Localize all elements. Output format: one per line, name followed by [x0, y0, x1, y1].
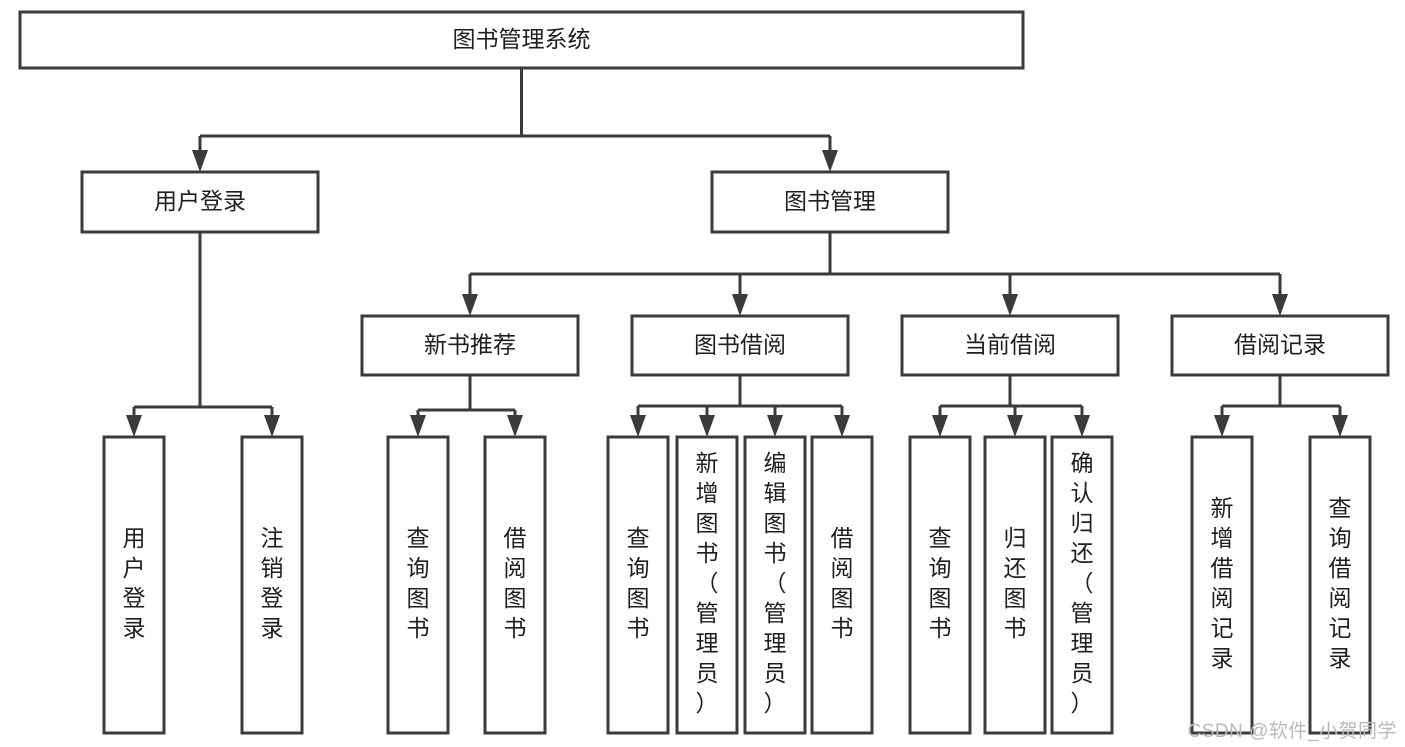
node-borrow-record[interactable]: 借阅记录: [1170, 314, 1390, 377]
node-leaf-add-record[interactable]: 新增借阅记录: [1190, 435, 1254, 735]
node-box-leaf-query-book-borrow[interactable]: [606, 435, 670, 735]
edge-group-user-login: [126, 232, 280, 437]
node-label-borrow-record: 借阅记录: [1234, 332, 1326, 358]
node-box-leaf-user-login[interactable]: [102, 435, 166, 735]
node-root[interactable]: 图书管理系统: [18, 10, 1025, 70]
node-leaf-logout[interactable]: 注销登录: [240, 435, 304, 735]
node-box-leaf-query-book-current[interactable]: [908, 435, 972, 735]
node-new-book-rec[interactable]: 新书推荐: [360, 314, 580, 377]
node-book-borrow[interactable]: 图书借阅: [630, 314, 850, 377]
node-leaf-add-book[interactable]: 新增图书（管理员）: [675, 435, 739, 735]
node-label-leaf-confirm-return: 确认归还（管理员）: [1071, 450, 1094, 716]
node-label-leaf-query-book-borrow: 查询图书: [627, 525, 650, 641]
node-label-current-borrow: 当前借阅: [964, 332, 1056, 358]
node-leaf-query-book-rec[interactable]: 查询图书: [386, 435, 450, 735]
node-leaf-confirm-return[interactable]: 确认归还（管理员）: [1050, 435, 1114, 735]
node-label-leaf-borrow-book-rec: 借阅图书: [504, 525, 527, 641]
edge-group-current-borrow: [932, 375, 1090, 437]
node-leaf-return-book[interactable]: 归还图书: [983, 435, 1047, 735]
node-book-manage[interactable]: 图书管理: [710, 170, 950, 234]
node-box-new-book-rec[interactable]: [360, 314, 580, 377]
edge-group-new-book-rec: [410, 375, 523, 437]
node-label-leaf-return-book: 归还图书: [1004, 525, 1027, 641]
node-box-root[interactable]: [18, 10, 1025, 70]
node-box-leaf-borrow-book-rec[interactable]: [483, 435, 547, 735]
node-box-leaf-borrow-book[interactable]: [810, 435, 874, 735]
nodes-layer: 图书管理系统用户登录图书管理新书推荐图书借阅当前借阅借阅记录用户登录注销登录查询…: [18, 10, 1390, 735]
node-label-leaf-borrow-book: 借阅图书: [831, 525, 854, 641]
node-label-leaf-query-record: 查询借阅记录: [1329, 495, 1352, 671]
edge-group-book-borrow: [630, 375, 850, 437]
node-label-leaf-user-login: 用户登录: [123, 525, 146, 641]
node-leaf-borrow-book-rec[interactable]: 借阅图书: [483, 435, 547, 735]
node-box-leaf-query-book-rec[interactable]: [386, 435, 450, 735]
node-current-borrow[interactable]: 当前借阅: [900, 314, 1120, 377]
node-leaf-borrow-book[interactable]: 借阅图书: [810, 435, 874, 735]
node-label-leaf-query-book-rec: 查询图书: [407, 525, 430, 641]
edges-layer: [126, 68, 1348, 437]
edge-group-book-manage: [462, 232, 1288, 316]
node-box-leaf-logout[interactable]: [240, 435, 304, 735]
node-label-leaf-add-book: 新增图书（管理员）: [696, 450, 719, 716]
node-box-leaf-add-record[interactable]: [1190, 435, 1254, 735]
node-label-user-login: 用户登录: [154, 188, 246, 214]
node-label-book-manage: 图书管理: [784, 188, 876, 214]
node-leaf-user-login[interactable]: 用户登录: [102, 435, 166, 735]
node-label-leaf-edit-book: 编辑图书（管理员）: [764, 450, 787, 716]
node-label-leaf-query-book-current: 查询图书: [929, 525, 952, 641]
edge-group-borrow-record: [1214, 375, 1348, 437]
node-box-user-login[interactable]: [80, 170, 320, 234]
node-leaf-query-record[interactable]: 查询借阅记录: [1308, 435, 1372, 735]
node-label-new-book-rec: 新书推荐: [424, 332, 516, 358]
node-box-leaf-add-book[interactable]: [675, 435, 739, 735]
node-label-leaf-logout: 注销登录: [261, 525, 284, 641]
node-box-leaf-query-record[interactable]: [1308, 435, 1372, 735]
node-box-borrow-record[interactable]: [1170, 314, 1390, 377]
node-label-book-borrow: 图书借阅: [694, 332, 786, 358]
node-box-book-borrow[interactable]: [630, 314, 850, 377]
edge-group-root: [192, 68, 838, 172]
node-leaf-query-book-current[interactable]: 查询图书: [908, 435, 972, 735]
node-user-login[interactable]: 用户登录: [80, 170, 320, 234]
node-leaf-query-book-borrow[interactable]: 查询图书: [606, 435, 670, 735]
node-label-leaf-add-record: 新增借阅记录: [1211, 495, 1234, 671]
node-box-book-manage[interactable]: [710, 170, 950, 234]
node-box-leaf-return-book[interactable]: [983, 435, 1047, 735]
node-box-current-borrow[interactable]: [900, 314, 1120, 377]
node-leaf-edit-book[interactable]: 编辑图书（管理员）: [743, 435, 807, 735]
node-label-root: 图书管理系统: [453, 26, 591, 52]
node-box-leaf-edit-book[interactable]: [743, 435, 807, 735]
node-box-leaf-confirm-return[interactable]: [1050, 435, 1114, 735]
